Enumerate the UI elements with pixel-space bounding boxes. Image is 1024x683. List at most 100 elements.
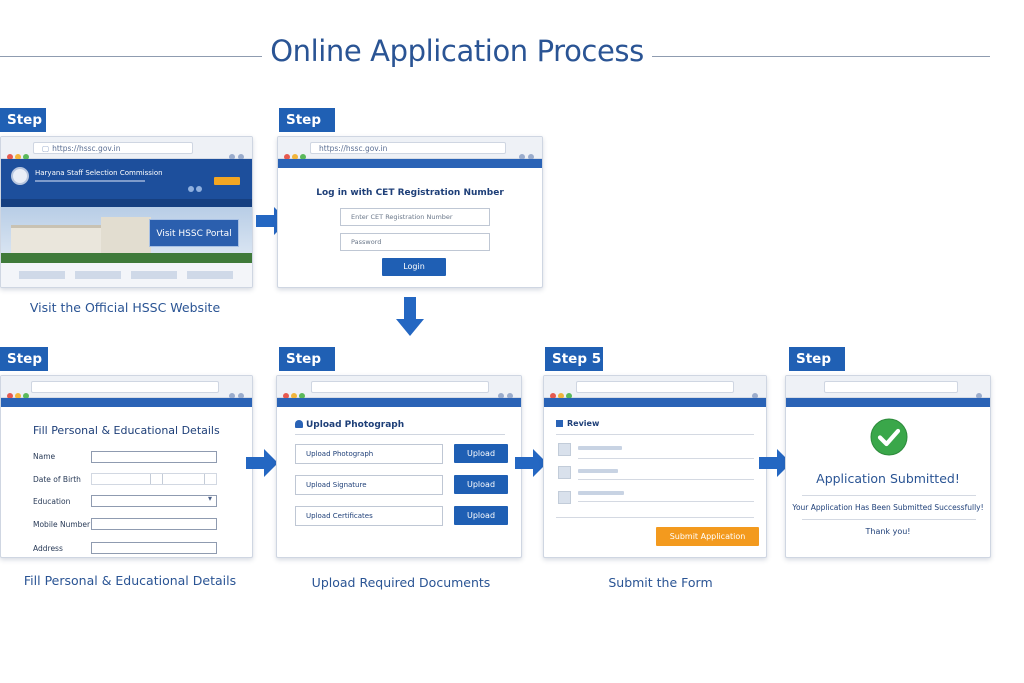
title-row: Online Application Process <box>0 30 1024 76</box>
step-4-browser: Upload Photograph Upload Photograph Uplo… <box>276 375 522 558</box>
form-heading: Fill Personal & Educational Details <box>33 424 220 437</box>
step-4-label: Step 4 <box>279 347 335 391</box>
trees-image <box>1 253 252 263</box>
building-tower-image <box>101 217 151 259</box>
step-4-caption: Upload Required Documents <box>311 575 491 590</box>
review-item-checkbox[interactable] <box>558 466 571 479</box>
submit-application-button[interactable]: Submit Application <box>656 527 759 546</box>
org-name: Haryana Staff Selection Commission <box>35 169 163 177</box>
address-bar[interactable]: https://hssc.gov.in <box>310 142 506 154</box>
footer-link[interactable] <box>19 271 65 279</box>
upload-signature-field[interactable]: Upload Signature <box>295 475 443 495</box>
browser-chrome <box>1 376 252 399</box>
upload-photograph-button[interactable]: Upload <box>454 444 508 463</box>
nav-bar <box>1 199 252 207</box>
password-input[interactable]: Password <box>340 233 490 251</box>
divider <box>295 434 505 435</box>
review-item-checkbox[interactable] <box>558 491 571 504</box>
chevron-down-icon: ▾ <box>207 494 212 503</box>
mobile-input[interactable] <box>91 518 217 530</box>
address-bar[interactable]: ▢https://hssc.gov.in <box>33 142 193 154</box>
window-dots <box>284 145 308 164</box>
window-dots <box>283 384 307 403</box>
arrow-down-icon <box>396 297 424 336</box>
address-bar-url: https://hssc.gov.in <box>52 144 121 153</box>
step-1-caption: Visit the Official HSSC Website <box>29 300 221 315</box>
address-bar[interactable] <box>824 381 958 393</box>
visit-portal-button[interactable]: Visit HSSC Portal <box>149 219 239 247</box>
footer-links <box>1 263 252 287</box>
success-title: Application Submitted! <box>816 471 960 486</box>
login-button[interactable]: Login <box>382 258 446 276</box>
review-item-line <box>578 446 622 450</box>
site-header-bar <box>544 398 766 407</box>
window-controls[interactable] <box>226 384 244 403</box>
arrow-right-icon <box>515 449 547 477</box>
browser-chrome: ▢https://hssc.gov.in <box>1 137 252 160</box>
title-divider-left <box>0 56 262 57</box>
hero-banner: Visit HSSC Portal <box>1 207 252 263</box>
step-5-browser: Review Submit Application <box>543 375 767 558</box>
divider <box>556 434 754 435</box>
dob-divider <box>204 474 205 484</box>
upload-certificates-field[interactable]: Upload Certificates <box>295 506 443 526</box>
footer-link[interactable] <box>187 271 233 279</box>
browser-chrome: https://hssc.gov.in <box>278 137 542 160</box>
step-1-browser: ▢https://hssc.gov.in Haryana Staff Selec… <box>0 136 253 288</box>
divider <box>578 458 754 459</box>
upload-certificates-button[interactable]: Upload <box>454 506 508 525</box>
window-dots <box>550 384 574 403</box>
browser-chrome <box>277 376 521 399</box>
login-heading: Log in with CET Registration Number <box>316 188 504 198</box>
dob-input[interactable] <box>91 473 217 485</box>
window-controls[interactable] <box>749 384 758 403</box>
review-heading: Review <box>556 419 599 428</box>
browser-chrome <box>544 376 766 399</box>
address-bar[interactable] <box>31 381 219 393</box>
window-controls[interactable] <box>226 145 244 164</box>
success-message: Your Application Has Been Submitted Succ… <box>792 503 984 512</box>
window-controls[interactable] <box>973 384 982 403</box>
header-action-button[interactable] <box>214 177 240 185</box>
review-item-line <box>578 469 618 473</box>
address-bar[interactable] <box>576 381 734 393</box>
name-input[interactable] <box>91 451 217 463</box>
step-5-label: Step 5 <box>545 347 603 371</box>
arrow-right-icon <box>759 449 791 477</box>
step-6-browser: Application Submitted! Your Application … <box>785 375 991 558</box>
browser-chrome <box>786 376 990 399</box>
review-item-line <box>578 491 624 495</box>
footer-link[interactable] <box>131 271 177 279</box>
org-subtitle-placeholder <box>35 180 145 182</box>
upload-photograph-field[interactable]: Upload Photograph <box>295 444 443 464</box>
site-header-bar <box>277 398 521 407</box>
user-icon <box>295 420 303 428</box>
footer-link[interactable] <box>75 271 121 279</box>
arrow-right-icon <box>246 449 278 477</box>
name-label: Name <box>33 452 56 461</box>
education-label: Education <box>33 497 71 506</box>
address-label: Address <box>33 544 63 553</box>
hssc-header: Haryana Staff Selection Commission <box>1 159 252 199</box>
window-controls[interactable] <box>516 145 534 164</box>
divider <box>578 479 754 480</box>
window-dots <box>7 384 31 403</box>
thank-you-text: Thank you! <box>865 527 911 536</box>
education-select[interactable]: ▾ <box>91 494 217 507</box>
step-3-caption: Fill Personal & Educational Details <box>23 573 237 588</box>
emblem-icon <box>11 167 29 185</box>
site-header-bar <box>1 398 252 407</box>
upload-heading-text: Upload Photograph <box>306 420 405 430</box>
review-item-checkbox[interactable] <box>558 443 571 456</box>
registration-number-input[interactable]: Enter CET Registration Number <box>340 208 490 226</box>
dob-divider <box>150 474 151 484</box>
address-bar-url: https://hssc.gov.in <box>319 144 388 153</box>
upload-signature-button[interactable]: Upload <box>454 475 508 494</box>
divider <box>802 495 976 496</box>
document-icon <box>556 420 563 427</box>
window-controls[interactable] <box>495 384 513 403</box>
address-input[interactable] <box>91 542 217 554</box>
address-bar[interactable] <box>311 381 489 393</box>
upload-heading: Upload Photograph <box>295 420 404 430</box>
step-1-label: Step 1 <box>0 108 46 152</box>
